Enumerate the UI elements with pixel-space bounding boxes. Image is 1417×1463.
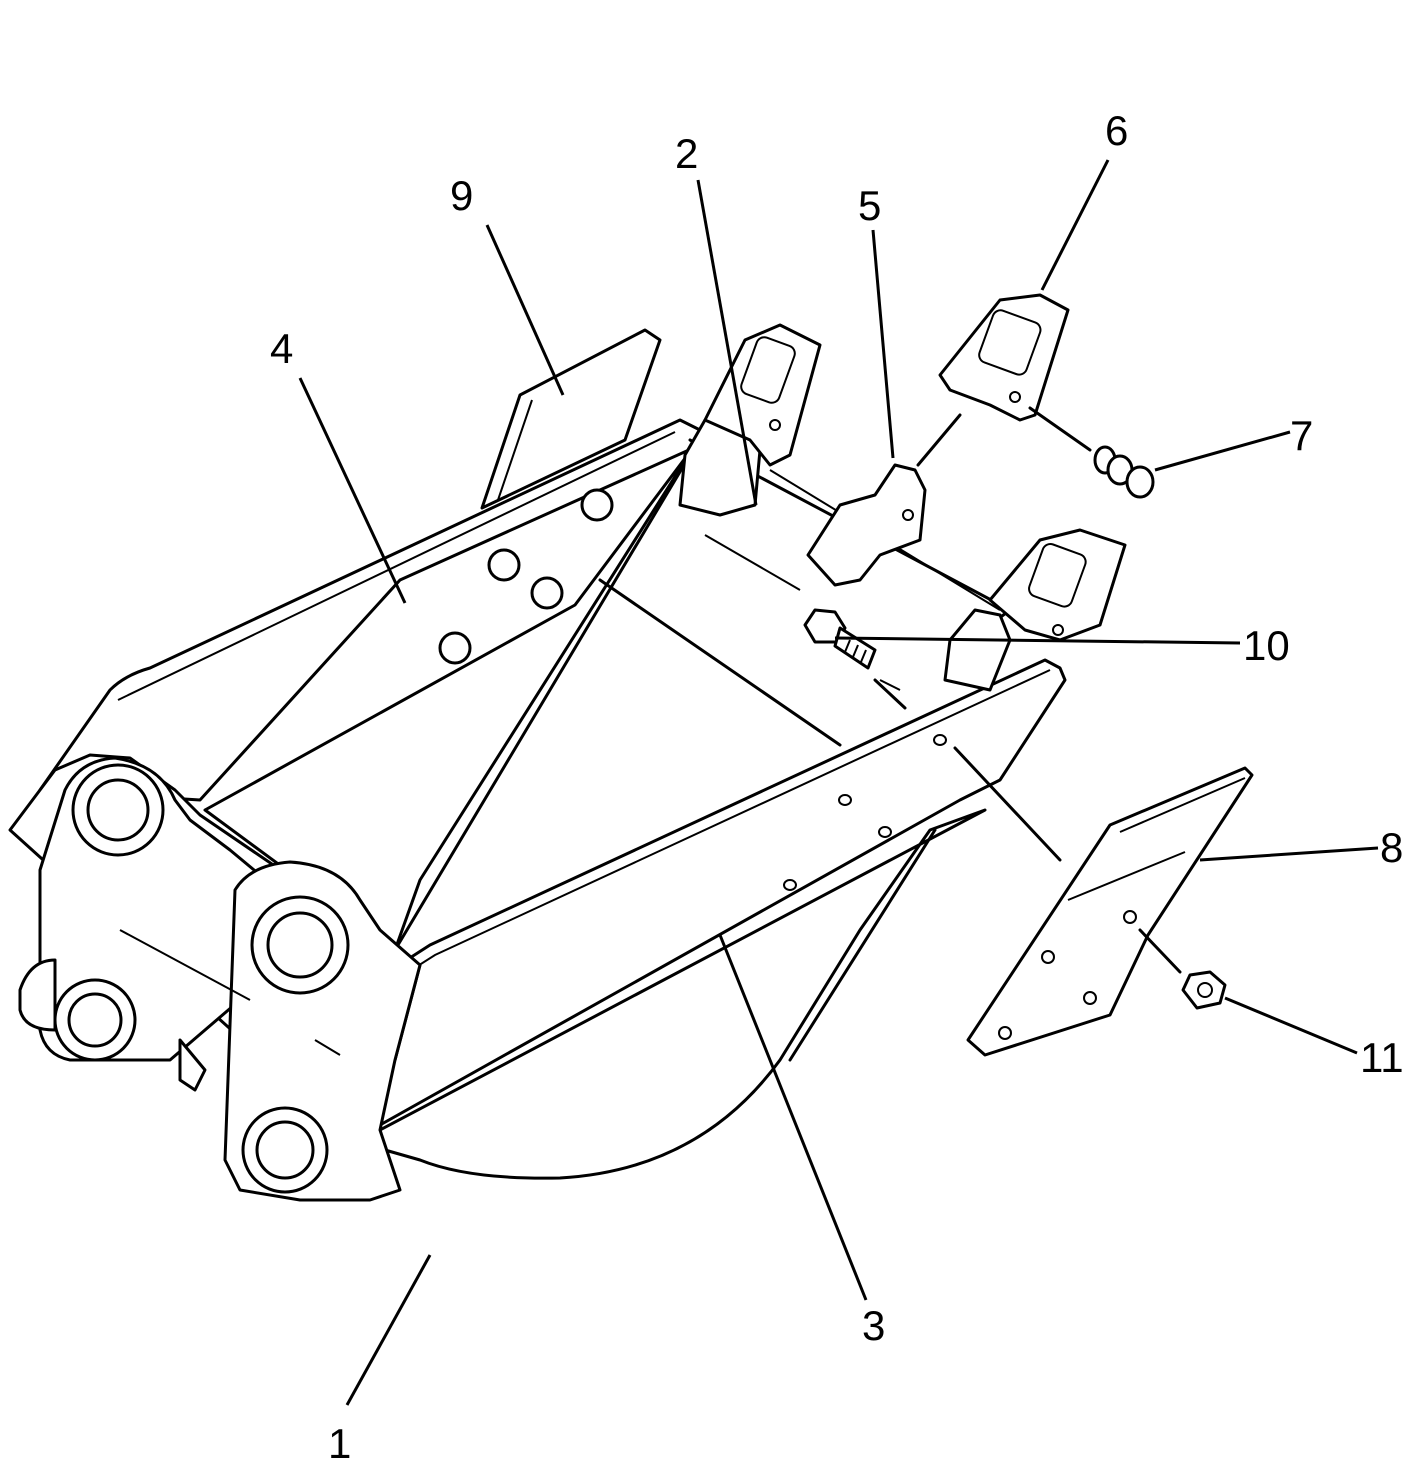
side-plate-bolts [438, 488, 614, 665]
callout-10: 10 [1243, 622, 1290, 669]
leader-1 [345, 1254, 432, 1406]
callout-3: 3 [862, 1302, 885, 1349]
hinge-boss-assembly [8, 753, 422, 1202]
tooth-adapter-right [943, 608, 1012, 692]
side-plate-holes [783, 734, 947, 891]
callout-11: 11 [1360, 1034, 1404, 1081]
bucket-shell [378, 808, 987, 1180]
leader-10 [834, 636, 1241, 645]
wear-plate-top [480, 328, 662, 510]
leader-5 [871, 229, 895, 459]
callout-7: 7 [1290, 412, 1313, 459]
leader-lines [298, 159, 1379, 1406]
leader-6 [1040, 159, 1110, 291]
tooth-part-6 [938, 293, 1070, 422]
leader-2 [696, 179, 758, 506]
callout-4: 4 [270, 325, 293, 372]
leader-8 [1199, 846, 1379, 862]
callout-1: 1 [328, 1420, 351, 1463]
tooth-adapter-mounted-right [988, 528, 1127, 642]
adapter-part-5 [806, 463, 927, 587]
callout-2: 2 [675, 130, 698, 177]
leader-4 [298, 377, 407, 604]
bucket-assembly [8, 323, 1127, 1202]
leader-11 [1224, 996, 1358, 1055]
callout-9: 9 [450, 172, 473, 219]
leader-7 [1154, 430, 1291, 472]
side-plate-left [38, 418, 702, 802]
callout-6: 6 [1105, 107, 1128, 154]
leader-3 [718, 934, 868, 1301]
callout-5: 5 [858, 182, 881, 229]
side-cutter-part-8 [966, 766, 1254, 1057]
callouts: 1 2 3 4 5 6 7 8 9 10 11 [270, 107, 1404, 1463]
nut-part-11 [1181, 970, 1227, 1010]
leader-9 [485, 224, 565, 396]
pin-part-7 [1093, 445, 1155, 499]
callout-8: 8 [1380, 824, 1403, 871]
tooth-adapter-mounted-left [703, 323, 822, 467]
